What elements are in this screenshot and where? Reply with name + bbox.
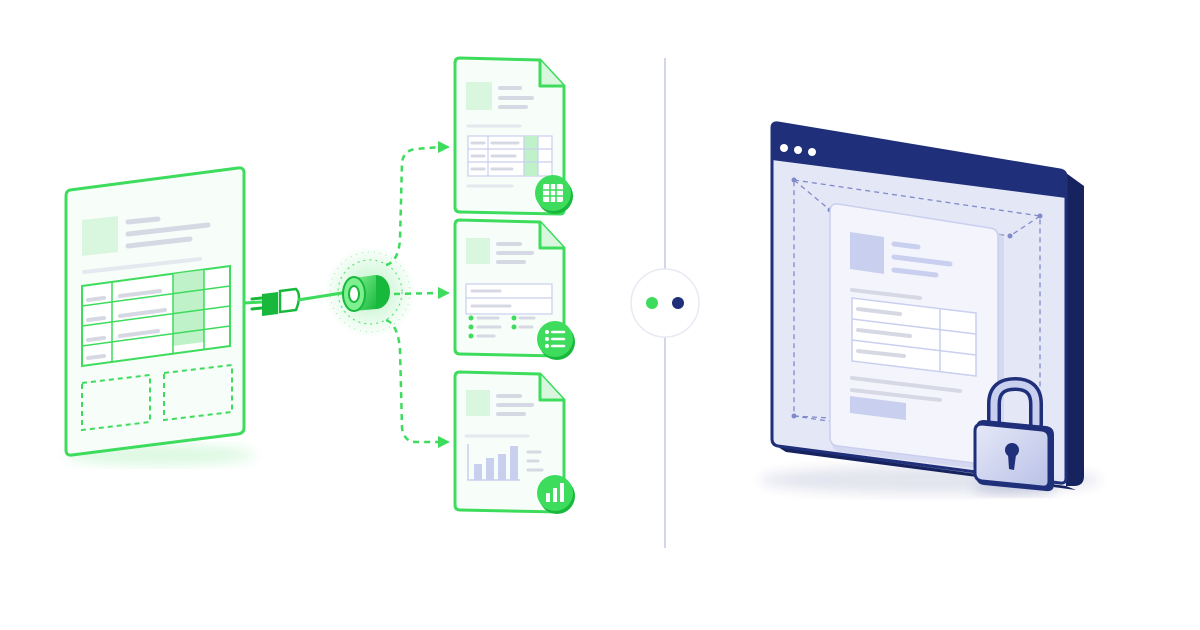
source-document-header [82, 216, 211, 274]
source-document-boxes [81, 363, 233, 432]
pager-dot-active[interactable] [646, 297, 658, 309]
spreadsheet-badge-icon [535, 175, 573, 214]
pager-dot[interactable] [672, 297, 684, 309]
source-document [64, 166, 255, 465]
source-document-table [81, 264, 231, 368]
chart-badge-icon [537, 475, 575, 514]
chart-document [453, 370, 575, 514]
branch-arrows [385, 145, 441, 444]
pager[interactable] [630, 268, 700, 338]
secured-document-table [851, 297, 977, 377]
lock-icon [973, 376, 1057, 495]
plug-connector [243, 246, 416, 338]
window-dot-icon [808, 148, 816, 156]
window-dot-icon [794, 146, 802, 154]
spreadsheet-document [453, 56, 573, 216]
plug-icon [250, 287, 301, 316]
window-dot-icon [780, 144, 788, 152]
arrowheads [438, 141, 450, 448]
connector-hub-icon [342, 275, 390, 312]
list-badge-icon [537, 321, 575, 360]
secured-document [829, 203, 1004, 472]
list-document [453, 218, 575, 360]
